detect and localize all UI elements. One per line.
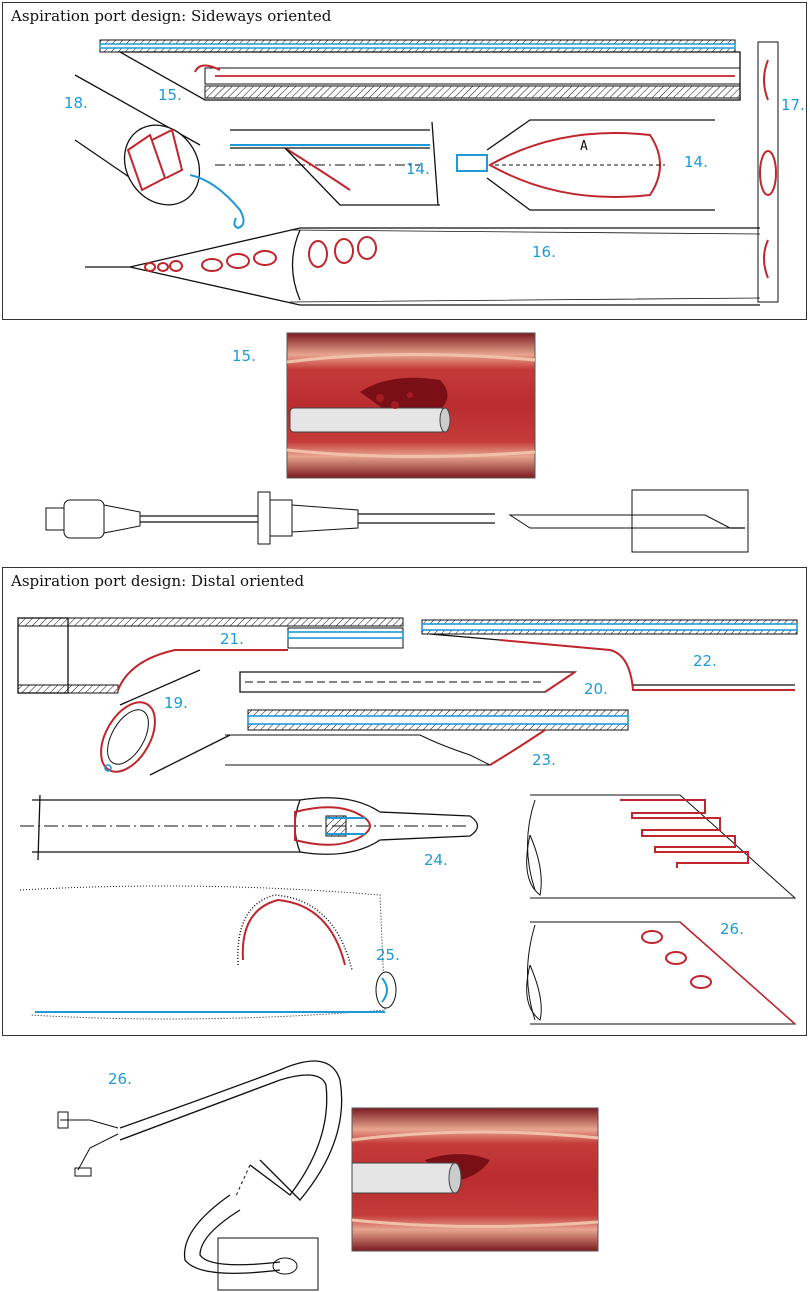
vessel-illustration-1 [286, 332, 536, 479]
label-17: 17. [781, 96, 805, 114]
catheter-15-drawing [99, 39, 741, 101]
catheter-21-drawing [17, 617, 404, 694]
label-26-distal: 26. [720, 920, 744, 938]
label-23: 23. [532, 751, 556, 769]
label-15-middle: 15. [232, 347, 256, 365]
vessel-illustration-2 [351, 1107, 599, 1252]
label-15-top: 15. [158, 86, 182, 104]
catheter-26-top-drawing [526, 794, 797, 899]
catheter-full-bottom-drawing [57, 1060, 343, 1291]
catheter-22-drawing [421, 619, 798, 691]
mark-a: A [580, 139, 588, 154]
catheter-16-drawing [85, 227, 761, 306]
panel-title-distal: Aspiration port design: Distal oriented [11, 572, 305, 590]
label-19: 19. [164, 694, 188, 712]
catheter-26-side-drawing [526, 921, 797, 1025]
label-26-bottom: 26. [108, 1070, 132, 1088]
catheter-17-drawing [757, 41, 779, 303]
label-25: 25. [376, 946, 400, 964]
label-22: 22. [693, 652, 717, 670]
catheter-14-side-drawing [215, 121, 440, 206]
catheter-23-drawing [225, 709, 629, 766]
panel-sideways: Aspiration port design: Sideways oriente… [2, 2, 807, 320]
panel-title-sideways: Aspiration port design: Sideways oriente… [11, 7, 332, 25]
label-16: 16. [532, 243, 556, 261]
catheter-14-top-drawing [456, 119, 715, 211]
panel-distal: Aspiration port design: Distal oriented [2, 567, 807, 1036]
label-21: 21. [220, 630, 244, 648]
label-24: 24. [424, 851, 448, 869]
catheter-24-drawing [20, 794, 479, 861]
catheter-25-drawing [19, 885, 397, 1020]
catheter-20-drawing [239, 671, 578, 693]
catheter-overview-drawing [45, 489, 749, 553]
label-14-mid: 14. [406, 160, 430, 178]
label-20: 20. [584, 680, 608, 698]
catheter-19-drawing [100, 669, 231, 776]
label-14-right: 14. [684, 153, 708, 171]
label-18: 18. [64, 94, 88, 112]
catheter-18-drawing [74, 74, 245, 230]
